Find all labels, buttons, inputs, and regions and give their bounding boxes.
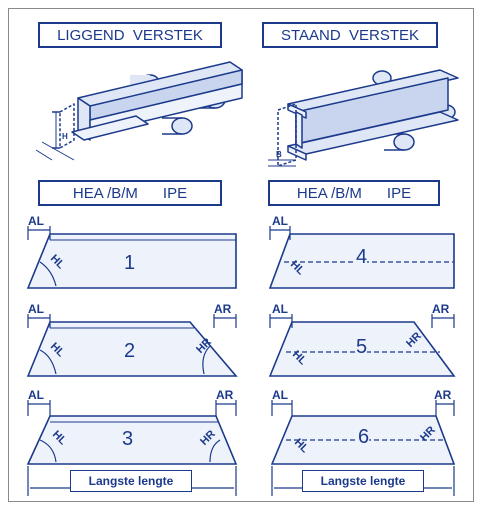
cut-number-4: 4 xyxy=(356,246,368,269)
roller-left-3 xyxy=(162,117,193,135)
length-label-left: Langste lengte xyxy=(70,470,192,492)
cut-shape-2 xyxy=(26,321,238,377)
cut-number-3: 3 xyxy=(122,428,134,450)
diagram-frame xyxy=(8,8,474,502)
al-label-2: AL xyxy=(28,302,44,316)
ar-label-5: AR xyxy=(432,302,450,316)
ar-label-2: AR xyxy=(214,302,232,316)
al-label-5: AL xyxy=(272,302,288,316)
title-staand-verstek: STAAND VERSTEK xyxy=(262,22,438,48)
cut-number-5: 5 xyxy=(356,336,368,359)
dim-b-label: B xyxy=(276,150,282,159)
cut-number-2: 2 xyxy=(124,340,136,362)
title-liggend-verstek: LIGGEND VERSTEK xyxy=(38,22,222,48)
cut-number-6: 6 xyxy=(358,426,370,449)
cut-number-1: 1 xyxy=(124,252,136,274)
profile-right: HEA /B/M IPE xyxy=(268,180,440,206)
ar-label-6: AR xyxy=(434,388,452,402)
ar-label-3: AR xyxy=(216,388,234,402)
cut-shape-1 xyxy=(26,233,237,289)
beam-left-flange xyxy=(71,115,149,141)
length-label-right: Langste lengte xyxy=(302,470,424,492)
al-label-1: AL xyxy=(28,214,44,228)
al-label-6: AL xyxy=(272,388,288,402)
al-label-4: AL xyxy=(272,214,288,228)
dim-h-label: H xyxy=(62,132,68,141)
al-label-3: AL xyxy=(28,388,44,402)
profile-left: HEA /B/M IPE xyxy=(38,180,222,206)
